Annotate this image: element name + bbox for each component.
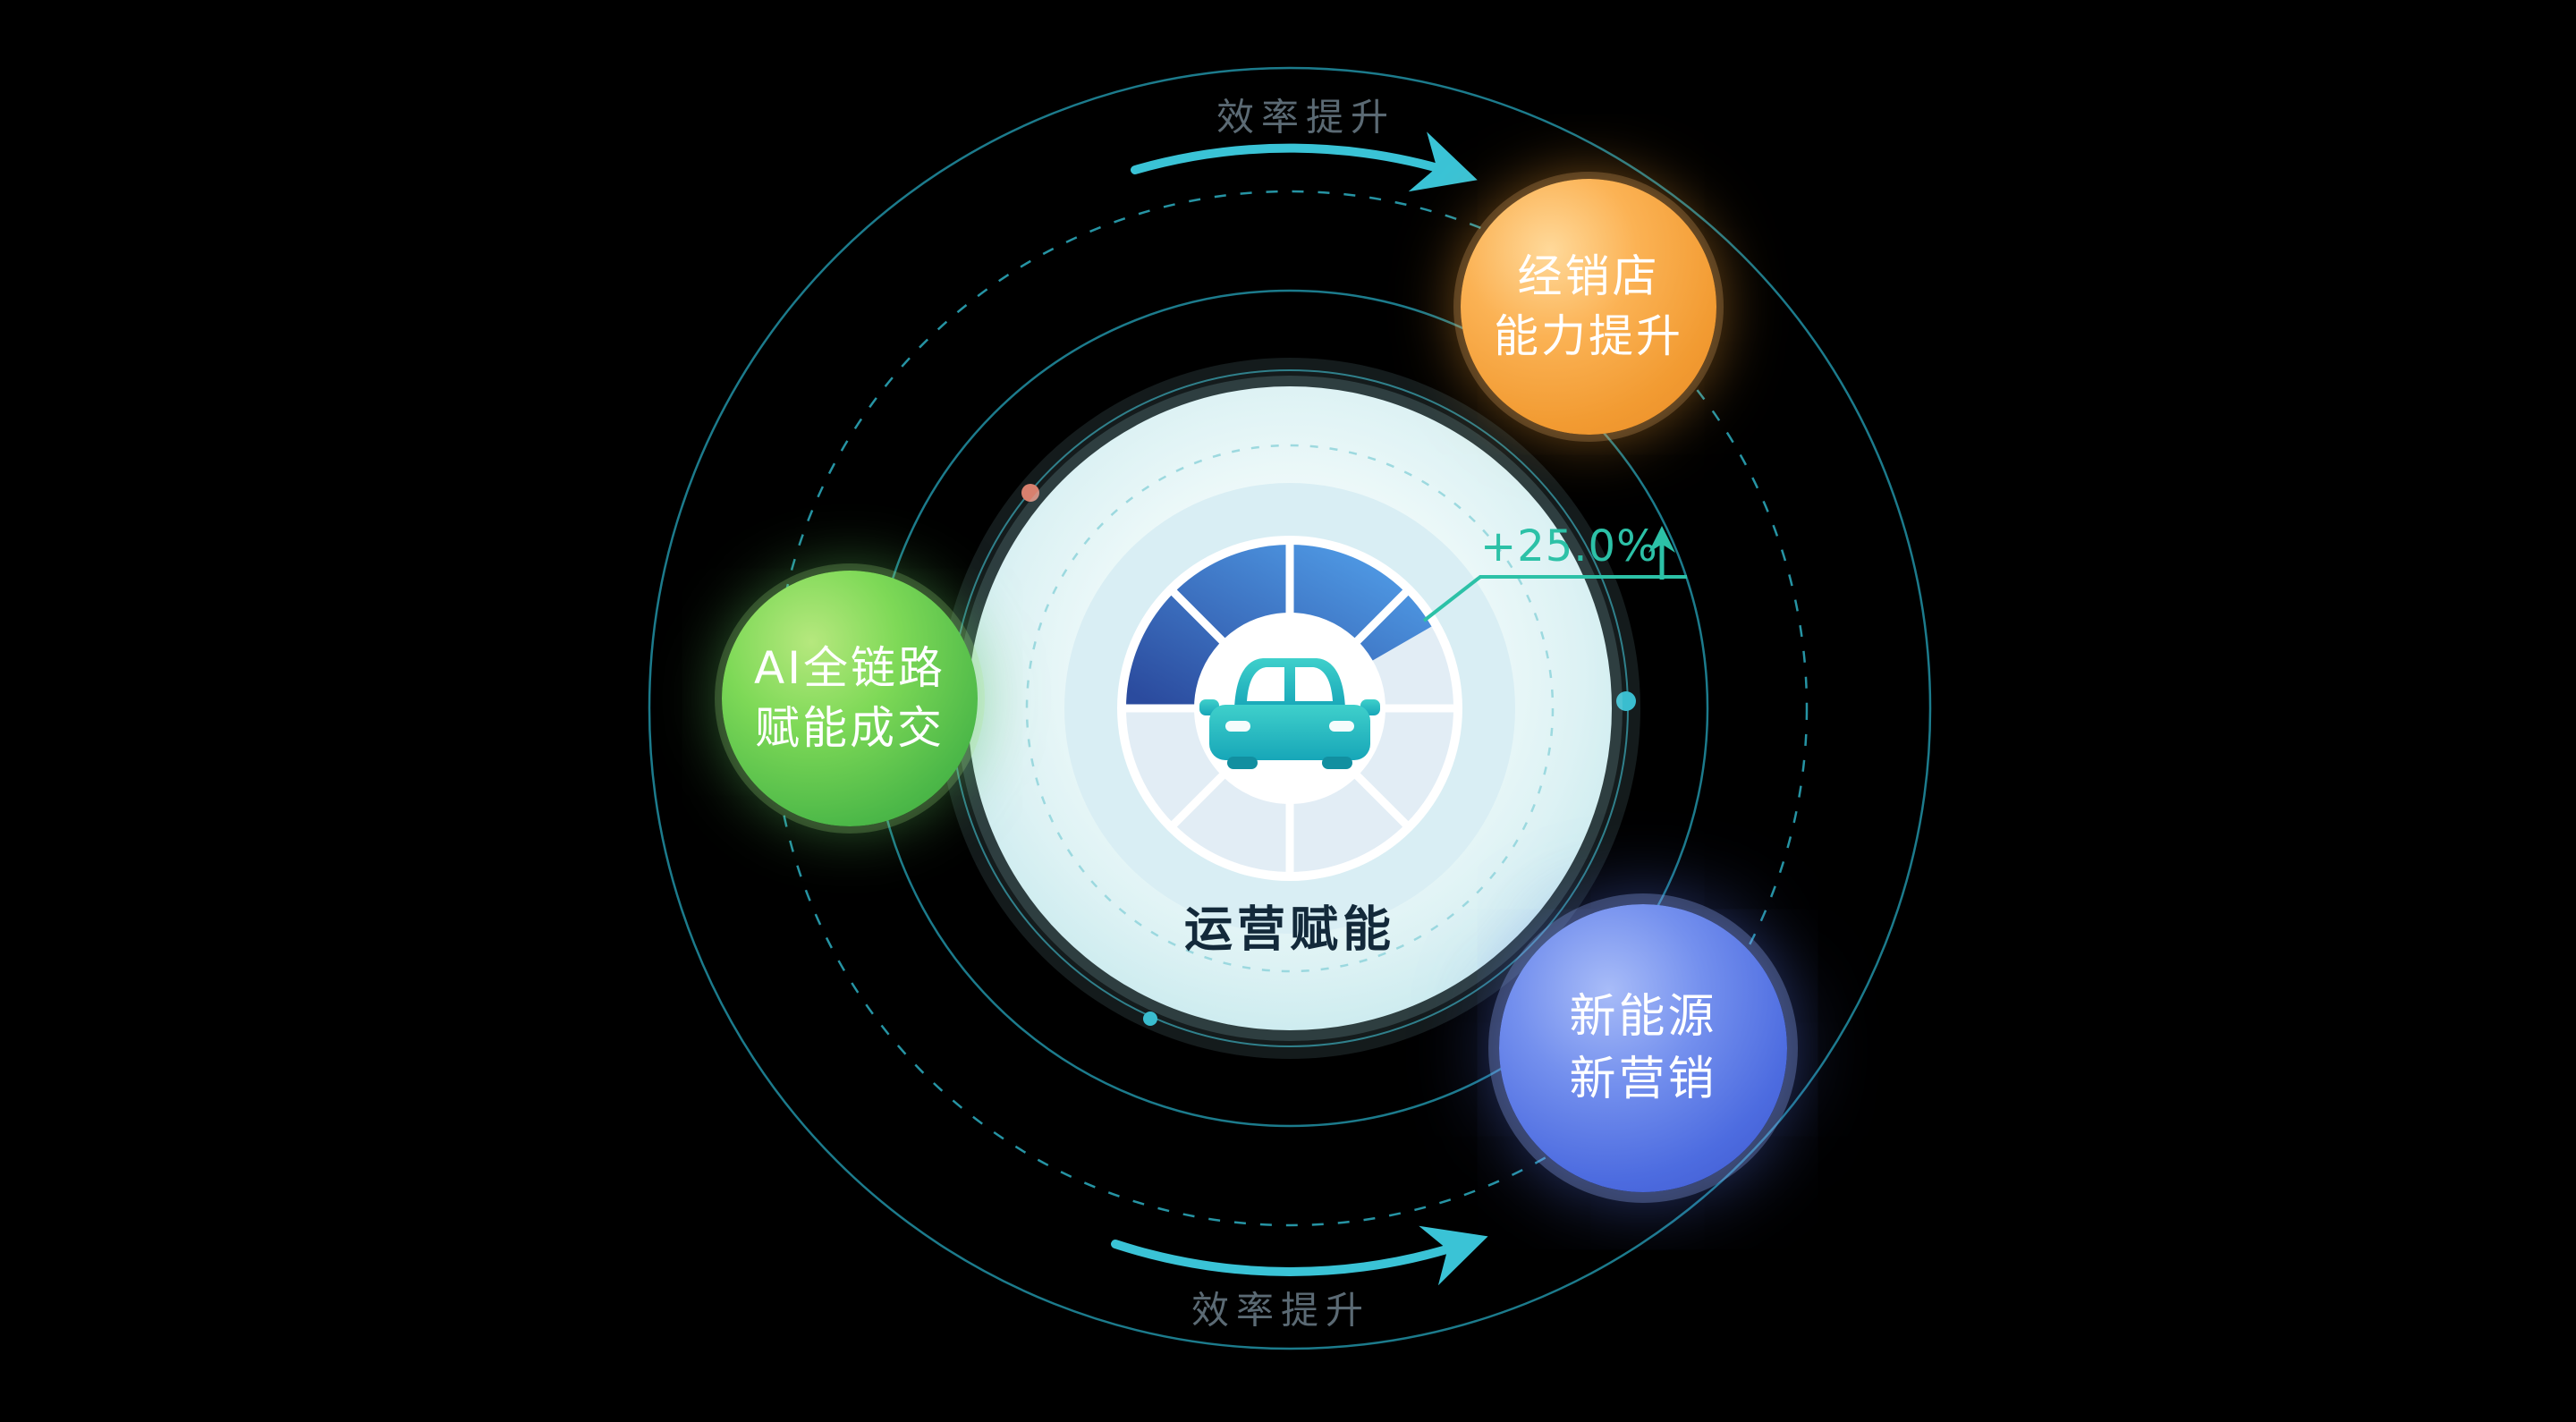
orbit-dot-teal-bottom bbox=[1143, 1011, 1157, 1026]
orbit-dots bbox=[1021, 484, 1636, 1026]
hub-dashed-ring bbox=[1025, 444, 1555, 973]
bubble-ai-deal-line1: AI全链路 bbox=[754, 641, 945, 694]
efficiency-label-top: 效率提升 bbox=[1216, 95, 1396, 140]
orbit-dot-teal-right bbox=[1616, 691, 1636, 711]
bubble-dealer-capability: 经销店 能力提升 bbox=[1461, 179, 1716, 435]
efficiency-arrow-top bbox=[1131, 131, 1478, 192]
metric-callout-line bbox=[1422, 575, 1687, 622]
efficiency-label-bottom: 效率提升 bbox=[1191, 1288, 1371, 1333]
gauge-progress-arc bbox=[1126, 544, 1432, 709]
bubble-new-energy-marketing: 新能源 新营销 bbox=[1499, 904, 1787, 1192]
bubble-energy-line1: 新能源 bbox=[1569, 989, 1717, 1044]
orbit-dot-orange bbox=[1021, 484, 1039, 502]
bubble-dealer-line2: 能力提升 bbox=[1494, 310, 1683, 362]
efficiency-arrow-bottom bbox=[1111, 1225, 1488, 1286]
bubble-energy-line2: 新营销 bbox=[1569, 1053, 1717, 1106]
center-hub bbox=[939, 358, 1687, 1059]
metric-value: +25.0% bbox=[1480, 521, 1658, 571]
metric-callout bbox=[1422, 526, 1687, 622]
speedometer-gauge bbox=[1120, 538, 1460, 878]
bubble-dealer-line1: 经销店 bbox=[1517, 250, 1660, 302]
efficiency-arrows bbox=[1111, 131, 1488, 1286]
gauge-segment-gaps bbox=[1120, 538, 1460, 878]
bubble-ai-deal-line2: 赋能成交 bbox=[755, 702, 945, 754]
orbit-ring-dashed bbox=[771, 190, 1809, 1227]
center-label: 运营赋能 bbox=[1184, 901, 1395, 958]
car-icon bbox=[1199, 658, 1380, 769]
orbit-ring-outer bbox=[648, 66, 1932, 1350]
bubble-ai-deal: AI全链路 赋能成交 bbox=[722, 571, 978, 826]
